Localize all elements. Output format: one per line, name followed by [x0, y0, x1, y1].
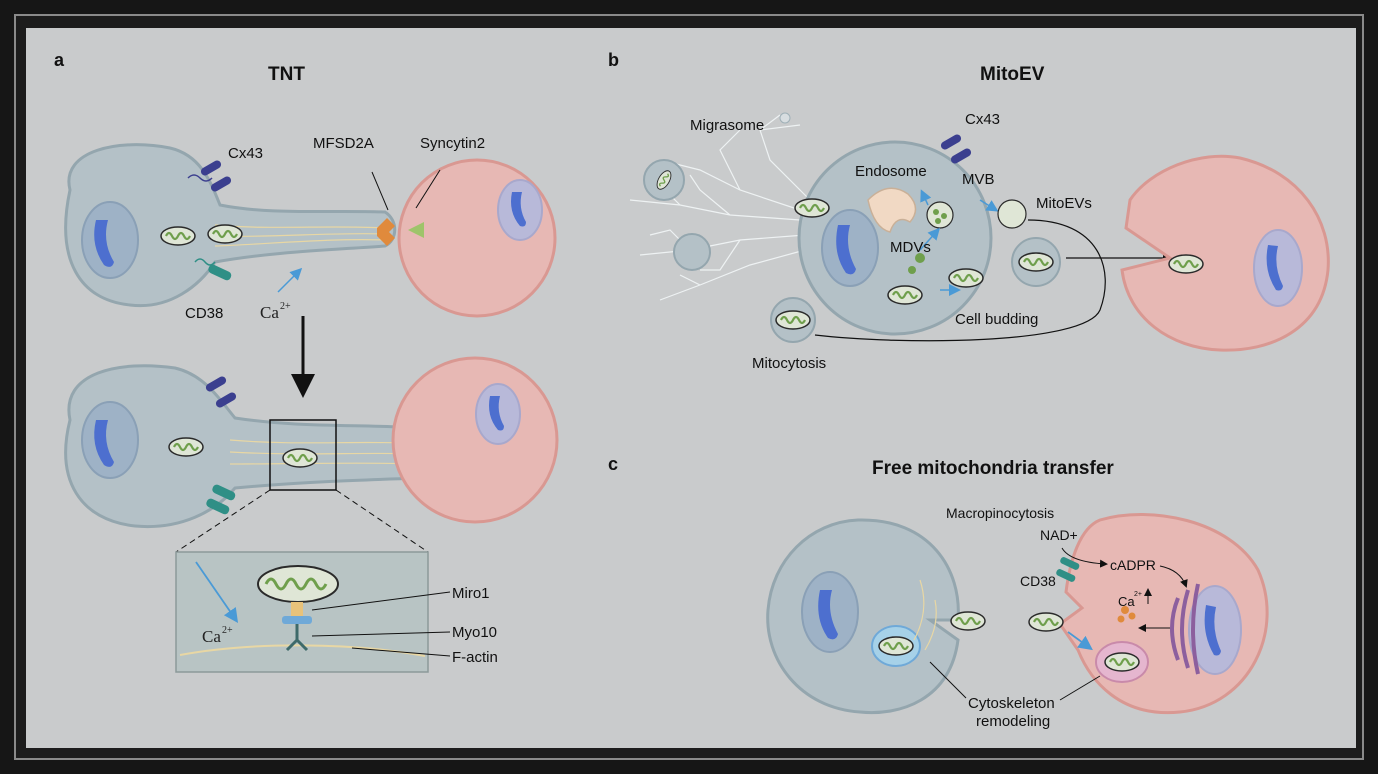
cx43-label: Cx43: [228, 145, 263, 162]
migrasome-vesicle: [673, 233, 711, 271]
cytoskeleton-label-line2: remodeling: [976, 713, 1050, 730]
syncytin2-leader: [415, 169, 441, 209]
recipient-cell-bottom: [391, 356, 559, 524]
endosome-label: Endosome: [855, 163, 927, 180]
migrasome-fibers: [629, 114, 811, 301]
mitochondria-icon: [206, 223, 244, 245]
ca-label: Ca: [260, 303, 279, 322]
mitoev-vesicle: [997, 199, 1027, 229]
panel-a-letter: a: [54, 50, 65, 70]
cx43-label-b: Cx43: [965, 111, 1000, 128]
panel-c-title: Free mitochondria transfer: [872, 458, 1114, 479]
panel-c: c Free mitochondria transfer Macropinocy…: [608, 454, 1269, 730]
zoom-guide-right: [335, 489, 429, 553]
ca-superscript: 2+: [280, 301, 291, 312]
inset-ca-superscript: 2+: [222, 625, 233, 636]
cytoskeleton-label-line1: Cytoskeleton: [968, 695, 1055, 712]
mitochondria-icon: [886, 284, 924, 306]
ca-superscript-c: 2+: [1134, 591, 1142, 598]
cx43-icon: [940, 134, 972, 164]
cell-budding-label: Cell budding: [955, 311, 1038, 328]
recipient-cell-top: [397, 158, 557, 318]
free-mitochondria-icon: [949, 610, 987, 632]
cytoskeleton-leader-right: [1059, 675, 1101, 701]
donor-cell-c: [766, 518, 960, 715]
inset-panel: [175, 551, 429, 673]
zoom-guide-left: [175, 489, 271, 553]
panel-b-title: MitoEV: [980, 64, 1045, 85]
internalized-mitochondria-icon: [1027, 611, 1065, 633]
cd38-label-c: CD38: [1020, 573, 1056, 589]
donor-cell-b: [793, 140, 993, 336]
miro1-leader: [311, 591, 451, 611]
cadpr-label: cADPR: [1110, 557, 1156, 573]
cd38-label: CD38: [185, 305, 223, 322]
cx43-icon: [205, 376, 237, 408]
factin-leader: [351, 647, 451, 657]
cytoskeleton-leader-left: [929, 661, 967, 699]
panel-a: a TNT Cx43: [54, 50, 559, 673]
mitoevs-label: MitoEVs: [1036, 195, 1092, 212]
mitoev-path: [814, 219, 1106, 342]
recipient-cell-c: [1057, 513, 1269, 715]
donor-cell-bottom: [64, 364, 422, 529]
factin-label: F-actin: [452, 649, 498, 666]
mitochondria-icon: [1167, 253, 1205, 275]
recipient-cell-b: [1120, 154, 1330, 352]
mdvs-label: MDVs: [890, 239, 931, 256]
panel-b: b MitoEV Migrasome: [608, 50, 1330, 372]
ca-arrow: [277, 267, 303, 293]
mvb-label: MVB: [962, 171, 995, 188]
mfsd2a-label: MFSD2A: [313, 135, 374, 152]
mitochondria-icon: [877, 635, 915, 657]
mitochondria-icon: [793, 197, 831, 219]
cd38-icon: [194, 258, 232, 281]
myo10-label: Myo10: [452, 624, 497, 641]
migrasome-label: Migrasome: [690, 117, 764, 134]
mitochondria-icon: [281, 447, 319, 469]
mfsd2a-leader: [371, 171, 389, 211]
panel-c-letter: c: [608, 454, 618, 474]
panel-b-letter: b: [608, 50, 619, 70]
myo10-leader: [311, 631, 451, 637]
ca-label-c: Ca: [1118, 594, 1135, 609]
cx43-icon: [187, 160, 232, 192]
mitochondria-icon: [159, 225, 197, 247]
cd38-icon: [1056, 557, 1080, 582]
inset-ca-label: Ca: [202, 627, 221, 646]
mitochondria-icon: [947, 267, 985, 289]
nad-label: NAD+: [1040, 527, 1078, 543]
macropinocytosis-label: Macropinocytosis: [946, 505, 1054, 521]
mitocytosis-label: Mitocytosis: [752, 355, 826, 372]
mfsd2a-syncytin2-icon: [377, 218, 424, 246]
migrasome-vesicle: [779, 112, 791, 124]
mitochondria-icon: [167, 436, 205, 458]
cd38-icon: [206, 484, 236, 515]
zoom-box: [269, 419, 337, 491]
donor-cell-top: [64, 143, 397, 308]
syncytin2-label: Syncytin2: [420, 135, 485, 152]
miro1-label: Miro1: [452, 585, 490, 602]
panel-a-title: TNT: [268, 64, 305, 85]
